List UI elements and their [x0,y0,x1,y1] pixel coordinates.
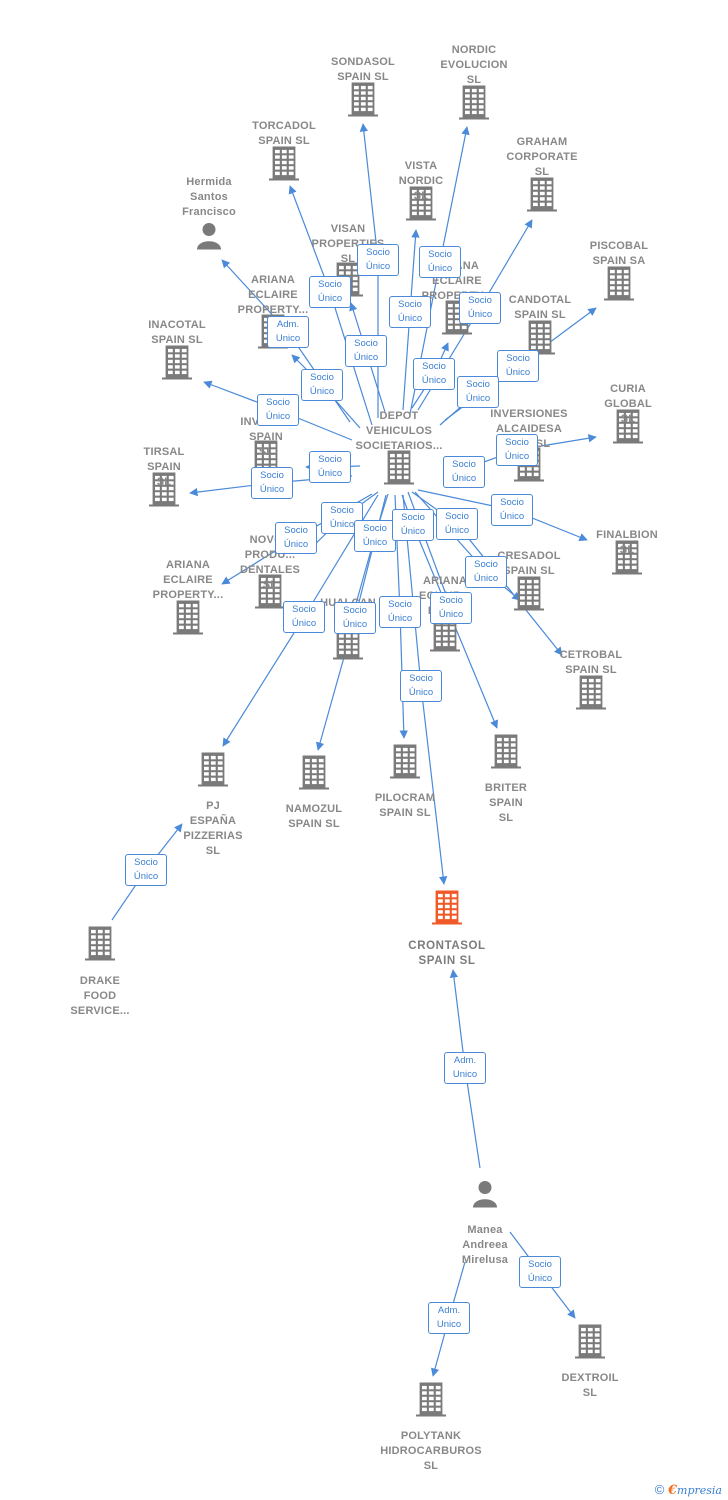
relation-badge[interactable]: Socio Único [257,394,299,426]
building-icon[interactable] [390,744,420,784]
building-icon[interactable] [612,540,642,580]
relation-badge[interactable]: Socio Único [275,522,317,554]
building-icon[interactable] [525,320,555,360]
node-label[interactable]: Manea Andreea Mirelusa [461,1224,509,1266]
node-label[interactable]: PJ ESPAÑA PIZZERIAS SL [183,800,243,857]
node-label[interactable]: CRONTASOL SPAIN SL [408,940,486,967]
relation-badge[interactable]: Adm. Unico [444,1052,486,1084]
node-label[interactable]: DEPOT VEHICULOS SOCIETARIOS... [355,410,443,452]
node-label[interactable]: NORDIC EVOLUCION SL [440,44,508,86]
relation-badge[interactable]: Socio Único [125,854,167,886]
node-label[interactable]: CANDOTAL SPAIN SL [508,294,572,321]
node-label[interactable]: NAMOZUL SPAIN SL [285,803,343,830]
node-label[interactable]: CRESADOL SPAIN SL [497,550,561,577]
node-label[interactable]: DRAKE FOOD SERVICE... [70,975,130,1017]
building-icon[interactable] [299,755,329,795]
relation-badge[interactable]: Socio Único [496,434,538,466]
node-label[interactable]: VISTA NORDIC SL [398,160,444,202]
relation-badge[interactable]: Socio Único [519,1256,561,1288]
relation-badge[interactable]: Socio Único [436,508,478,540]
building-icon[interactable] [198,752,228,792]
relation-badge[interactable]: Socio Único [301,369,343,401]
relation-badge[interactable]: Socio Único [345,335,387,367]
node-label[interactable]: INACOTAL SPAIN SL [148,319,206,346]
node-label[interactable]: ARIANA ECLAIRE PROPERTY... [237,274,309,316]
relation-badge[interactable]: Socio Único [419,246,461,278]
building-icon[interactable] [406,186,436,226]
relation-badge[interactable]: Socio Único [465,556,507,588]
relation-badge[interactable]: Adm. Unico [267,316,309,348]
relation-badge[interactable]: Socio Único [309,451,351,483]
person-icon[interactable] [471,1180,499,1213]
node-label[interactable]: POLYTANK HIDROCARBUROS SL [380,1430,482,1472]
building-icon[interactable] [459,85,489,125]
building-icon[interactable] [514,576,544,616]
building-icon[interactable] [575,1324,605,1364]
building-icon[interactable] [416,1382,446,1422]
copyright-symbol: © [654,1482,665,1497]
building-icon[interactable] [269,146,299,186]
logo-initial: € [667,1483,678,1498]
relation-badge[interactable]: Socio Único [457,376,499,408]
relation-badge[interactable]: Socio Único [251,467,293,499]
node-label[interactable]: CETROBAL SPAIN SL [559,649,623,676]
building-icon[interactable] [491,734,521,774]
relation-badge[interactable]: Socio Único [497,350,539,382]
relation-badge[interactable]: Socio Único [379,596,421,628]
node-label[interactable]: TORCADOL SPAIN SL [252,120,316,147]
relation-badge[interactable]: Socio Único [491,494,533,526]
relation-badge[interactable]: Socio Único [443,456,485,488]
relation-badge[interactable]: Socio Único [283,601,325,633]
relation-badge[interactable]: Adm. Unico [428,1302,470,1334]
relation-badge[interactable]: Socio Único [430,592,472,624]
building-icon[interactable] [255,574,285,614]
building-icon[interactable] [527,177,557,217]
node-label[interactable]: DEXTROIL SL [561,1372,619,1399]
node-label[interactable]: BRITER SPAIN SL [484,782,528,824]
building-icon[interactable] [348,82,378,122]
building-icon[interactable] [173,600,203,640]
building-icon[interactable] [432,890,462,930]
building-icon[interactable] [162,345,192,385]
building-icon[interactable] [576,675,606,715]
relation-badge[interactable]: Socio Único [413,358,455,390]
relation-badge[interactable]: Socio Único [392,509,434,541]
footer-brand: © €mpresia [655,1482,722,1498]
relation-badge[interactable]: Socio Único [389,296,431,328]
building-icon[interactable] [384,450,414,490]
node-label[interactable]: TIRSAL SPAIN SL [143,446,185,488]
node-label[interactable]: SONDASOL SPAIN SL [331,56,395,83]
relation-badge[interactable]: Socio Único [309,276,351,308]
empresia-logo[interactable]: €mpresia [667,1483,722,1498]
relation-badge[interactable]: Socio Único [400,670,442,702]
relation-badge[interactable]: Socio Único [459,292,501,324]
node-label[interactable]: Hermida Santos Francisco [182,176,236,218]
logo-text: mpresia [677,1484,722,1497]
node-label[interactable]: CURIA GLOBAL SL [604,383,652,425]
relation-badge[interactable]: Socio Único [357,244,399,276]
building-icon[interactable] [149,472,179,512]
relation-badge[interactable]: Socio Único [334,602,376,634]
node-label[interactable]: ARIANA ECLAIRE PROPERTY... [152,559,224,601]
node-label[interactable]: FINALBION SL [596,529,658,556]
person-icon[interactable] [195,222,223,255]
node-label[interactable]: GRAHAM CORPORATE SL [506,136,578,178]
building-icon[interactable] [604,266,634,306]
node-label[interactable]: PILOCRAM SPAIN SL [374,792,436,819]
building-icon[interactable] [613,409,643,449]
relation-badge[interactable]: Socio Único [354,520,396,552]
building-icon[interactable] [85,926,115,966]
node-label[interactable]: PISCOBAL SPAIN SA [589,240,649,267]
